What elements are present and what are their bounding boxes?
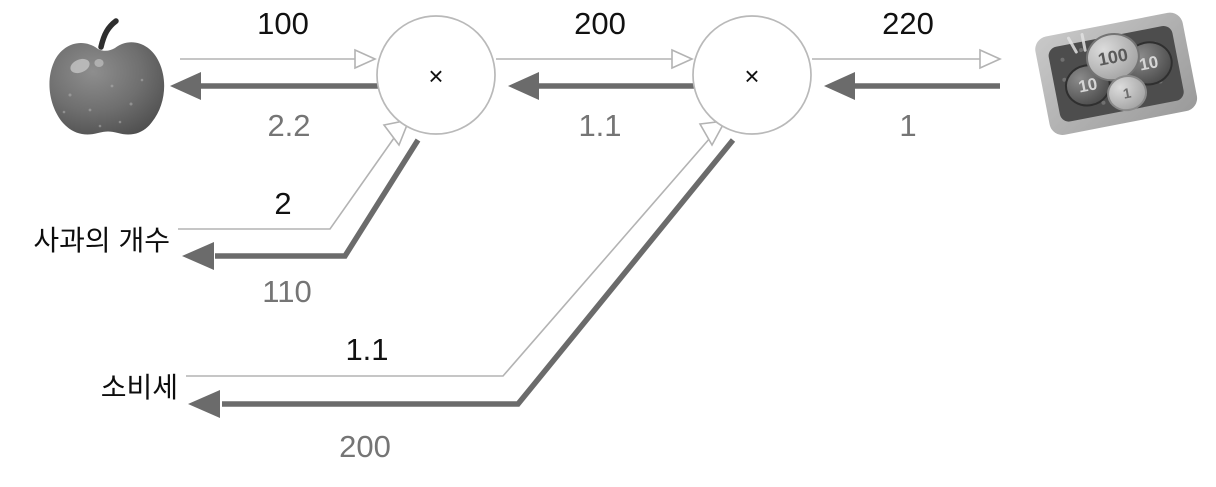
variable-label-consumption-tax: 소비세 xyxy=(101,372,178,403)
node-mul-right[interactable]: × xyxy=(692,15,812,135)
apple-image xyxy=(49,18,165,135)
edge-label-backward-2.2: 2.2 xyxy=(267,108,310,143)
edge-label-backward-1.1: 1.1 xyxy=(578,108,621,143)
backward-arrow-mul1-to-count xyxy=(215,138,421,259)
coin-1: 1 xyxy=(1107,74,1147,112)
edge-label-backward-110: 110 xyxy=(262,274,311,309)
edge-label-forward-100: 100 xyxy=(257,6,309,41)
forward-arrow-tax-to-mul2 xyxy=(186,137,711,377)
edge-label-backward-1: 1 xyxy=(899,108,916,143)
edge-label-forward-2: 2 xyxy=(274,186,291,221)
backward-arrow-mul2-to-tax xyxy=(222,138,736,407)
node-mul-left[interactable]: × xyxy=(376,15,496,135)
node-op-label-right: × xyxy=(744,61,759,91)
variable-label-apple-count: 사과의 개수 xyxy=(33,225,170,256)
svg-text:10: 10 xyxy=(1138,52,1160,74)
coin-100: 100 xyxy=(1086,32,1140,82)
edge-mul-right-to-coins xyxy=(812,48,1002,100)
edge-label-backward-200: 200 xyxy=(339,429,391,464)
svg-text:10: 10 xyxy=(1077,74,1099,96)
svg-text:1: 1 xyxy=(1122,84,1133,101)
edge-apple-count-to-mul-left xyxy=(178,118,421,270)
edge-label-forward-1.1: 1.1 xyxy=(345,332,388,367)
node-op-label-left: × xyxy=(428,61,443,91)
edge-tax-to-mul-right xyxy=(186,120,736,418)
edge-label-forward-220: 220 xyxy=(882,6,934,41)
forward-arrow-count-to-mul1 xyxy=(178,137,395,230)
coin-tray-image: 10 10 100 1 xyxy=(1035,12,1198,135)
edge-label-forward-200: 200 xyxy=(574,6,626,41)
